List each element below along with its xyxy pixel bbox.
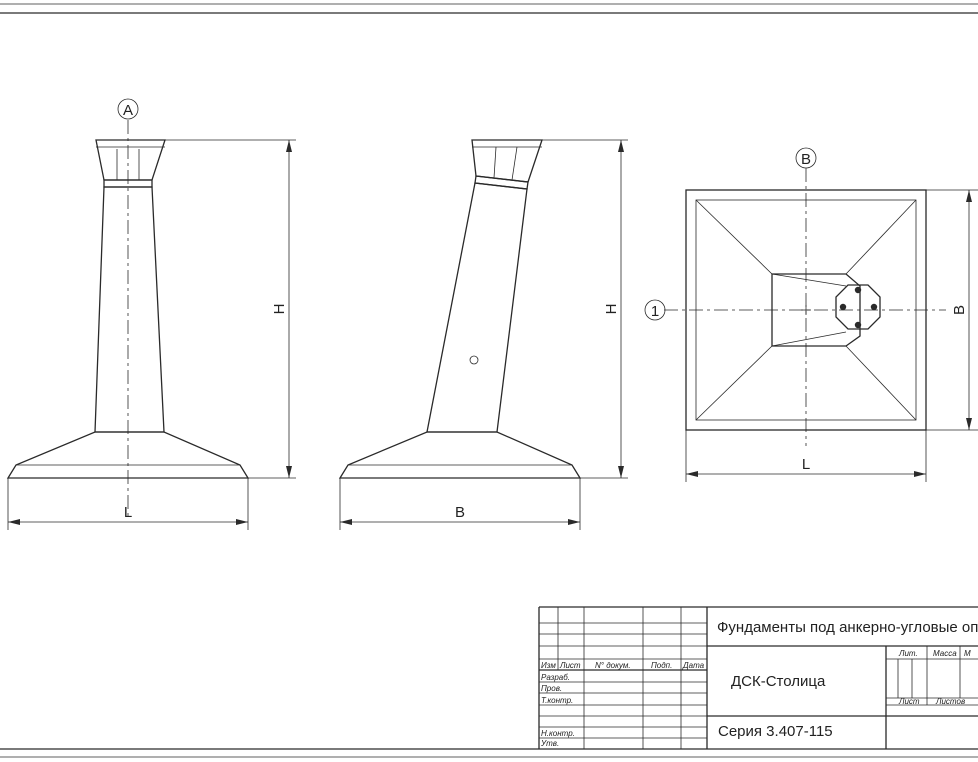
side-cap-line bbox=[511, 146, 518, 181]
tb-sheet: Лист bbox=[898, 697, 920, 706]
tb-row-prov: Пров. bbox=[541, 684, 562, 693]
side-column bbox=[426, 182, 528, 433]
front-column bbox=[94, 186, 165, 433]
side-hole bbox=[469, 355, 479, 365]
front-arrow bbox=[236, 519, 248, 525]
tb-col-list: Лист bbox=[559, 661, 581, 670]
plan-bolt bbox=[870, 303, 878, 311]
tb-col-doc: N° докум. bbox=[595, 661, 631, 670]
plan-rib bbox=[845, 345, 917, 421]
front-width-label: L bbox=[124, 504, 132, 521]
plan-bolt bbox=[854, 286, 862, 294]
plan-arrow bbox=[966, 190, 972, 202]
tb-sheets: Листов bbox=[935, 697, 965, 706]
plan-rib bbox=[695, 345, 773, 421]
tb-title: Фундаменты под анкерно-угловые оп bbox=[717, 619, 978, 636]
plan-axis-left-marker bbox=[644, 299, 666, 321]
tb-lit: Лит. bbox=[898, 649, 918, 658]
front-arrow bbox=[286, 140, 292, 152]
title-block: Изм Лист N° докум. Подп. Дата Разраб. Пр… bbox=[538, 606, 978, 749]
tb-organization: ДСК-Столица bbox=[731, 673, 826, 690]
tb-masshtab: М bbox=[964, 649, 971, 658]
plan-height-label: B bbox=[951, 305, 968, 315]
tb-row-tkontr: Т.контр. bbox=[541, 696, 573, 705]
side-cap bbox=[471, 139, 543, 183]
front-cap bbox=[95, 139, 166, 181]
side-height-label: H bbox=[603, 304, 620, 315]
plan-bolt bbox=[839, 303, 847, 311]
side-arrow bbox=[618, 140, 624, 152]
tb-col-izm: Изм bbox=[541, 661, 556, 670]
plan-rib bbox=[771, 273, 847, 287]
side-arrow bbox=[568, 519, 580, 525]
tb-row-utv: Утв. bbox=[540, 739, 559, 748]
side-width-label: B bbox=[455, 504, 465, 521]
plan-rib bbox=[845, 199, 917, 275]
front-axis-marker bbox=[117, 98, 139, 120]
side-arrow bbox=[618, 466, 624, 478]
tb-series: Серия 3.407-115 bbox=[718, 723, 833, 740]
front-arrow bbox=[8, 519, 20, 525]
plan-axis-left-label: 1 bbox=[651, 303, 659, 320]
side-cap-line bbox=[493, 146, 497, 179]
plan-arrow bbox=[914, 471, 926, 477]
plan-axis-top-marker bbox=[795, 147, 817, 169]
plan-width-label: L bbox=[802, 456, 810, 473]
side-view: H B bbox=[338, 139, 628, 530]
front-arrow bbox=[286, 466, 292, 478]
plan-rib bbox=[695, 199, 773, 275]
tb-row-nkontr: Н.контр. bbox=[541, 729, 575, 738]
tb-massa: Масса bbox=[933, 649, 957, 658]
side-collar bbox=[474, 175, 529, 190]
front-axis-label: A bbox=[123, 102, 133, 119]
plan-arrow bbox=[966, 418, 972, 430]
plan-view: B 1 B L bbox=[644, 147, 978, 482]
tb-col-date: Дата bbox=[682, 661, 705, 670]
side-arrow bbox=[340, 519, 352, 525]
front-view: A H L bbox=[6, 98, 296, 530]
plan-arrow bbox=[686, 471, 698, 477]
plan-rib bbox=[771, 331, 847, 347]
tb-row-razrab: Разраб. bbox=[541, 673, 570, 682]
plan-axis-top-label: B bbox=[801, 151, 811, 168]
tb-col-sign: Подп. bbox=[651, 661, 672, 670]
plan-octagon bbox=[835, 284, 881, 330]
front-height-label: H bbox=[271, 304, 288, 315]
plan-bolt bbox=[854, 321, 862, 329]
side-base bbox=[338, 431, 582, 479]
